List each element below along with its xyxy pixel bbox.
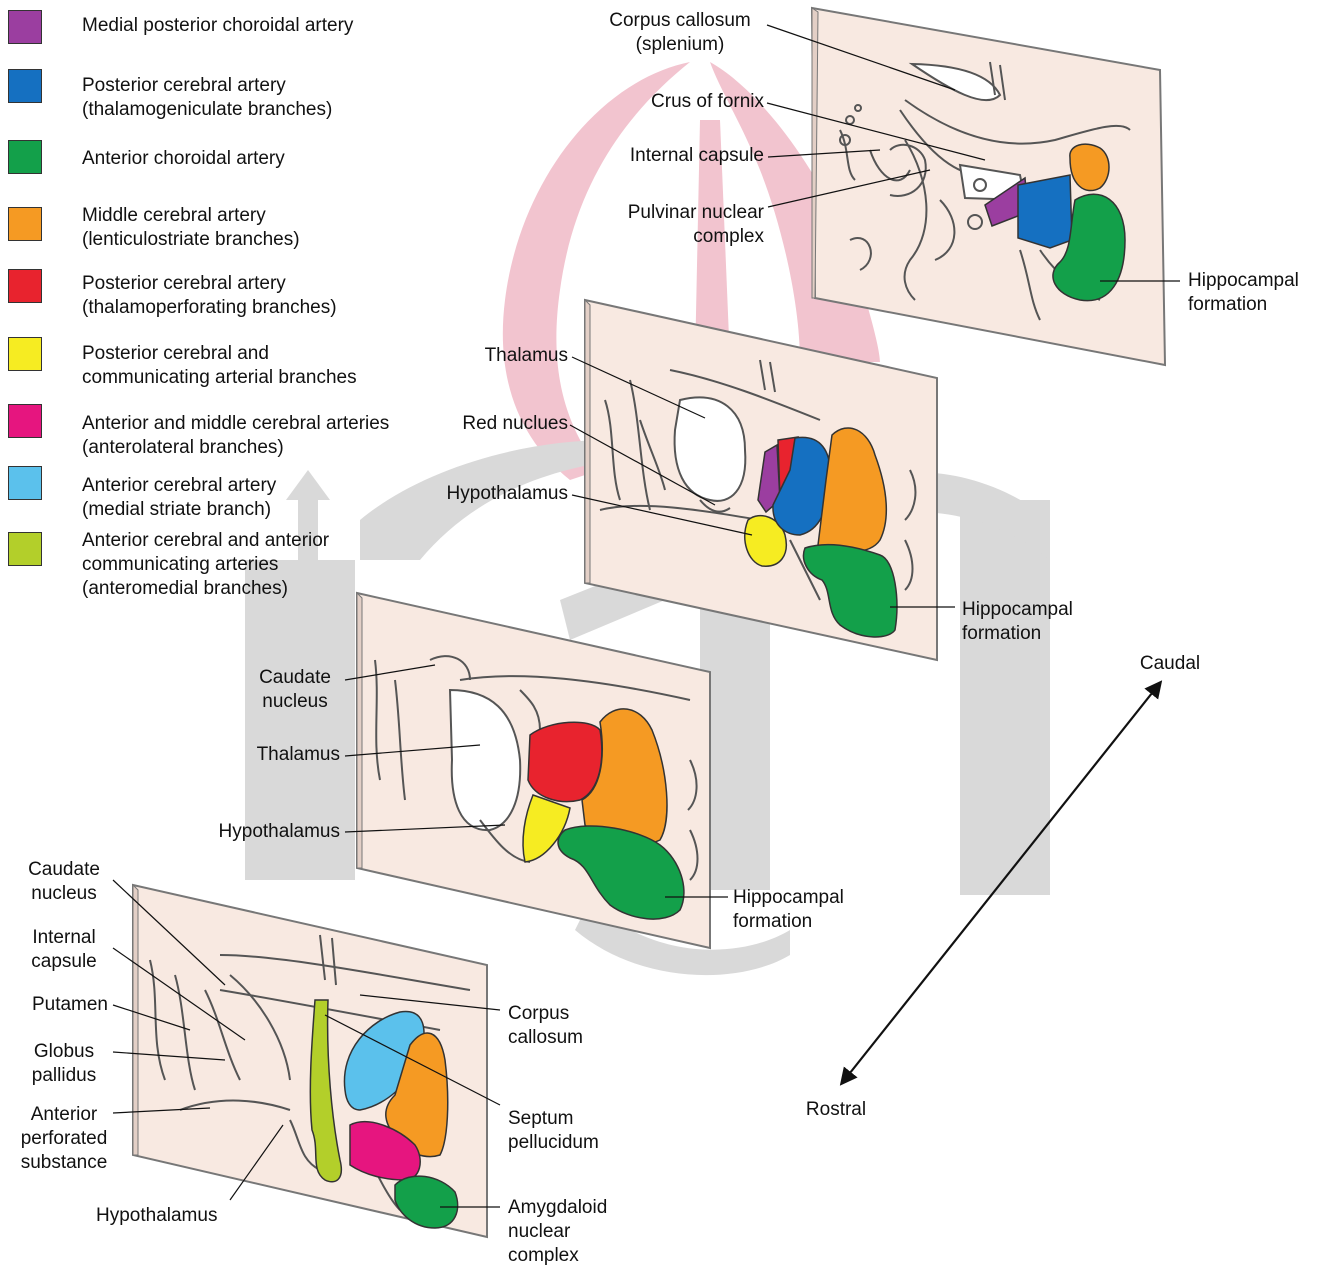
label-internal-capsule: Internal capsule	[560, 144, 764, 168]
legend-swatch	[8, 207, 42, 241]
legend-label: Posterior cerebral artery (thalamogenicu…	[82, 74, 332, 122]
legend-swatch	[8, 10, 42, 44]
legend-swatch	[8, 269, 42, 303]
label-caudate-nucleus-4: Caudate nucleus	[16, 858, 112, 906]
label-pulvinar-nuclear-complex: Pulvinar nuclear complex	[560, 201, 764, 249]
legend-swatch	[8, 404, 42, 438]
label-thalamus-3: Thalamus	[200, 743, 340, 767]
legend-label: Middle cerebral artery (lenticulostriate…	[82, 204, 300, 252]
label-internal-capsule-4: Internal capsule	[16, 926, 112, 974]
label-crus-of-fornix: Crus of fornix	[560, 90, 764, 114]
label-amygdaloid-nuclear-complex: Amygdaloid nuclear complex	[508, 1196, 638, 1268]
label-putamen: Putamen	[6, 993, 108, 1017]
label-hypothalamus-2: Hypothalamus	[400, 482, 568, 506]
label-caudate-nucleus-3: Caudate nucleus	[250, 666, 340, 714]
label-rostral: Rostral	[796, 1098, 876, 1122]
legend-label: Anterior cerebral and anterior communica…	[82, 529, 329, 601]
label-globus-pallidus: Globus pallidus	[16, 1040, 112, 1088]
label-hypothalamus-4: Hypothalamus	[96, 1204, 246, 1228]
section-3-slab	[357, 593, 710, 948]
label-hippocampal-formation-3: Hippocampal formation	[733, 886, 863, 934]
legend-swatch	[8, 69, 42, 103]
label-thalamus-2: Thalamus	[400, 344, 568, 368]
label-corpus-callosum-splenium: Corpus callosum (splenium)	[590, 9, 770, 57]
legend-label: Posterior cerebral and communicating art…	[82, 342, 357, 390]
label-caudal: Caudal	[1130, 652, 1210, 676]
section-4-slab	[133, 885, 487, 1237]
label-hippocampal-formation-2: Hippocampal formation	[962, 598, 1092, 646]
label-anterior-perforated-substance: Anterior perforated substance	[6, 1103, 122, 1175]
legend-label: Medial posterior choroidal artery	[82, 14, 353, 38]
legend-label: Anterior and middle cerebral arteries (a…	[82, 412, 389, 460]
label-red-nucleus: Red nuclues	[400, 412, 568, 436]
legend-label: Anterior cerebral artery (medial striate…	[82, 474, 276, 522]
label-corpus-callosum-4: Corpus callosum	[508, 1002, 628, 1050]
legend-label: Posterior cerebral artery (thalamoperfor…	[82, 272, 337, 320]
label-hypothalamus-3: Hypothalamus	[160, 820, 340, 844]
legend-swatch	[8, 337, 42, 371]
label-septum-pellucidum: Septum pellucidum	[508, 1107, 628, 1155]
legend-swatch	[8, 140, 42, 174]
legend-swatch	[8, 466, 42, 500]
label-hippocampal-formation-1: Hippocampal formation	[1188, 269, 1318, 317]
legend-label: Anterior choroidal artery	[82, 147, 285, 171]
legend-swatch	[8, 532, 42, 566]
